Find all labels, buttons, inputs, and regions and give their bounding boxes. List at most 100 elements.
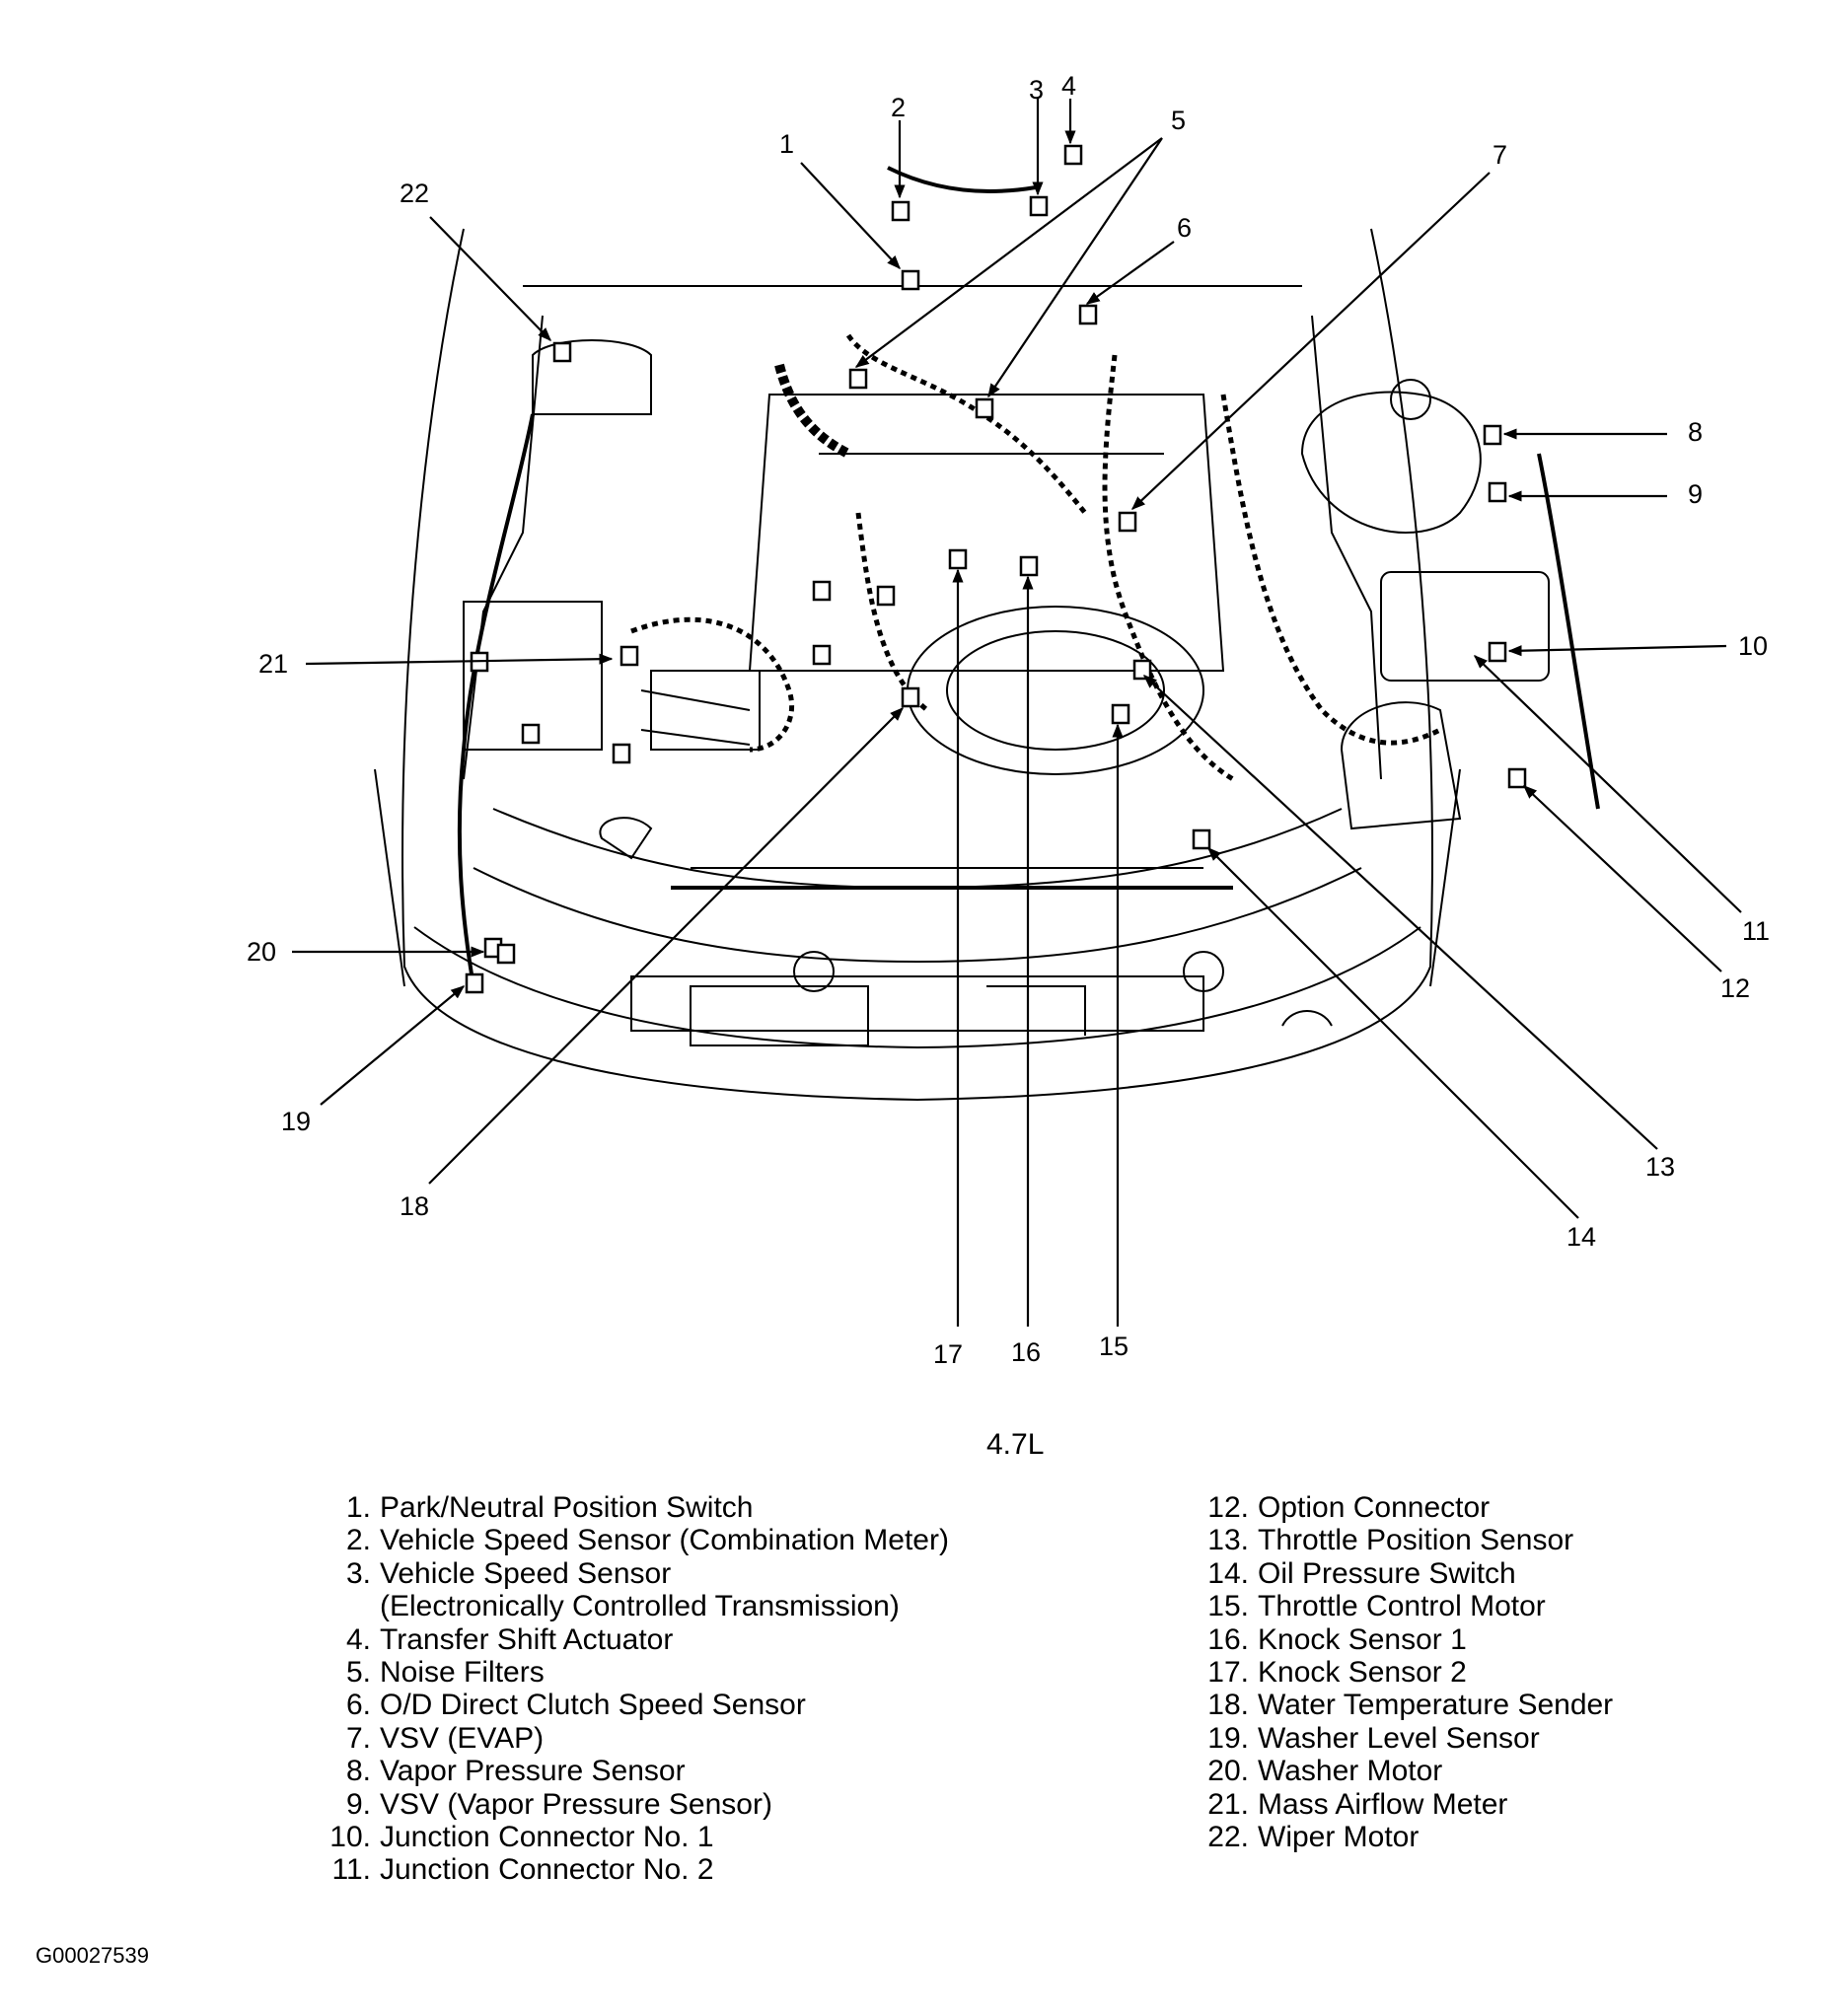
- callout-11: 11: [1742, 916, 1770, 946]
- leader-18: [428, 707, 904, 1185]
- legend-number: 2.: [345, 1524, 371, 1557]
- legend-item: 3. Vehicle Speed Sensor: [316, 1557, 949, 1590]
- legend-text: VSV (EVAP): [380, 1721, 545, 1755]
- callout-20: 20: [247, 937, 276, 967]
- legend-text: Vehicle Speed Sensor: [380, 1556, 672, 1590]
- legend-number: 15.: [1207, 1590, 1249, 1623]
- callout-17: 17: [933, 1339, 963, 1369]
- legend-number: 14.: [1207, 1556, 1249, 1590]
- legend-number: 13.: [1207, 1524, 1249, 1557]
- callout-12: 12: [1720, 973, 1750, 1003]
- callout-6: 6: [1177, 213, 1192, 243]
- callout-7: 7: [1493, 140, 1507, 170]
- legend-item: 7. VSV (EVAP): [316, 1722, 949, 1755]
- callout-9: 9: [1688, 479, 1703, 509]
- legend-item: 16.Knock Sensor 1: [1194, 1623, 1613, 1656]
- legend-text: O/D Direct Clutch Speed Sensor: [380, 1689, 806, 1722]
- legend-item: 22. Wiper Motor: [1194, 1821, 1613, 1853]
- legend-text: Throttle Position Sensor: [1258, 1524, 1574, 1557]
- legend-number: 6.: [345, 1689, 371, 1722]
- leader-12: [1522, 785, 1722, 972]
- legend-item: (Electronically Controlled Transmission): [316, 1590, 949, 1622]
- callout-labels: 1 2 3 4 5 6 7 8 9 10 11 12 13 14 15 16 1…: [247, 71, 1770, 1369]
- leader-13: [1142, 675, 1658, 1150]
- legend-text: Transfer Shift Actuator: [380, 1622, 674, 1656]
- leader-14: [1207, 847, 1579, 1219]
- legend-text: Junction Connector No. 2: [380, 1853, 714, 1887]
- callout-19: 19: [281, 1107, 311, 1136]
- figure-id: G00027539: [36, 1943, 149, 1968]
- legend-item: 17. Knock Sensor 2: [1194, 1656, 1613, 1689]
- callout-8: 8: [1688, 417, 1703, 447]
- legend-number: 8.: [345, 1755, 371, 1788]
- legend-item: 6. O/D Direct Clutch Speed Sensor: [316, 1689, 949, 1721]
- callout-21: 21: [258, 649, 288, 679]
- legend-text: (Electronically Controlled Transmission): [380, 1590, 900, 1623]
- legend-item: 10.Junction Connector No. 1: [316, 1821, 949, 1853]
- legend-item: 12. Option Connector: [1194, 1491, 1613, 1524]
- legend-item: 20.Washer Motor: [1194, 1755, 1613, 1787]
- legend-left: 1. Park/Neutral Position Switch 2. Vehicle …: [316, 1491, 949, 1887]
- legend-item: 11. Junction Connector No. 2: [316, 1853, 949, 1886]
- legend-number: 3.: [345, 1556, 371, 1590]
- legend-text: Knock Sensor 2: [1258, 1656, 1467, 1690]
- legend-number: 12.: [1207, 1491, 1249, 1524]
- legend-item: 15. Throttle Control Motor: [1194, 1590, 1613, 1622]
- legend-number: 17.: [1207, 1656, 1249, 1690]
- legend-text: Park/Neutral Position Switch: [380, 1491, 754, 1524]
- legend-text: Washer Level Sensor: [1258, 1721, 1540, 1755]
- legend-number: 5.: [345, 1656, 371, 1690]
- legend-item: 19. Washer Level Sensor: [1194, 1722, 1613, 1755]
- callout-2: 2: [891, 93, 906, 122]
- legend-number: 18.: [1207, 1689, 1249, 1722]
- callout-5: 5: [1171, 106, 1186, 135]
- legend-item: 21.Mass Airflow Meter: [1194, 1788, 1613, 1821]
- callout-3: 3: [1029, 75, 1044, 105]
- engine-caption: 4.7L: [986, 1428, 1045, 1461]
- legend-item: 1. Park/Neutral Position Switch: [316, 1491, 949, 1524]
- leader-11: [1473, 655, 1742, 913]
- callout-16: 16: [1011, 1337, 1041, 1367]
- legend-number: 11.: [331, 1853, 371, 1887]
- legend-item: 5.Noise Filters: [316, 1656, 949, 1689]
- legend-item: 9.VSV (Vapor Pressure Sensor): [316, 1788, 949, 1821]
- callout-14: 14: [1566, 1222, 1596, 1252]
- engine-components: [463, 339, 1550, 1046]
- callout-15: 15: [1099, 1332, 1129, 1361]
- legend-number: 22.: [1207, 1821, 1249, 1854]
- legend-text: Junction Connector No. 1: [380, 1821, 714, 1854]
- callout-18: 18: [400, 1191, 429, 1221]
- wire-harness: [457, 166, 1600, 987]
- legend-item: 8.Vapor Pressure Sensor: [316, 1755, 949, 1787]
- legend-number: 1.: [345, 1491, 371, 1524]
- legend-number: 9.: [345, 1787, 371, 1821]
- legend-text: Water Temperature Sender: [1258, 1689, 1614, 1722]
- legend-text: Knock Sensor 1: [1258, 1622, 1467, 1656]
- legend-number: 4.: [345, 1622, 371, 1656]
- legend-text: Washer Motor: [1258, 1755, 1443, 1788]
- legend-text: Wiper Motor: [1258, 1821, 1420, 1854]
- legend-item: 4. Transfer Shift Actuator: [316, 1623, 949, 1656]
- legend-right: 12. Option Connector 13. Throttle Position …: [1194, 1491, 1613, 1853]
- legend-item: 2. Vehicle Speed Sensor (Combination Mete…: [316, 1524, 949, 1556]
- callout-22: 22: [400, 179, 429, 208]
- callout-10: 10: [1738, 631, 1768, 661]
- legend-number: 21.: [1207, 1787, 1249, 1821]
- connectors: [465, 144, 1527, 994]
- legend-text: Oil Pressure Switch: [1258, 1556, 1516, 1590]
- legend-item: 18. Water Temperature Sender: [1194, 1689, 1613, 1721]
- callout-1: 1: [779, 129, 794, 159]
- legend-number: 19.: [1207, 1721, 1249, 1755]
- leader-7: [1130, 172, 1491, 510]
- leader-6: [1085, 241, 1175, 305]
- legend-text: Throttle Control Motor: [1258, 1590, 1546, 1623]
- legend-number: 7.: [345, 1721, 371, 1755]
- legend-item: 13. Throttle Position Sensor: [1194, 1524, 1613, 1556]
- leader-10: [1507, 644, 1727, 657]
- callout-13: 13: [1645, 1152, 1675, 1182]
- leader-1: [800, 162, 901, 270]
- leader-22: [429, 216, 551, 342]
- legend-text: Vehicle Speed Sensor (Combination Meter): [380, 1524, 949, 1557]
- legend-text: Option Connector: [1258, 1491, 1491, 1524]
- leader-21: [305, 653, 614, 666]
